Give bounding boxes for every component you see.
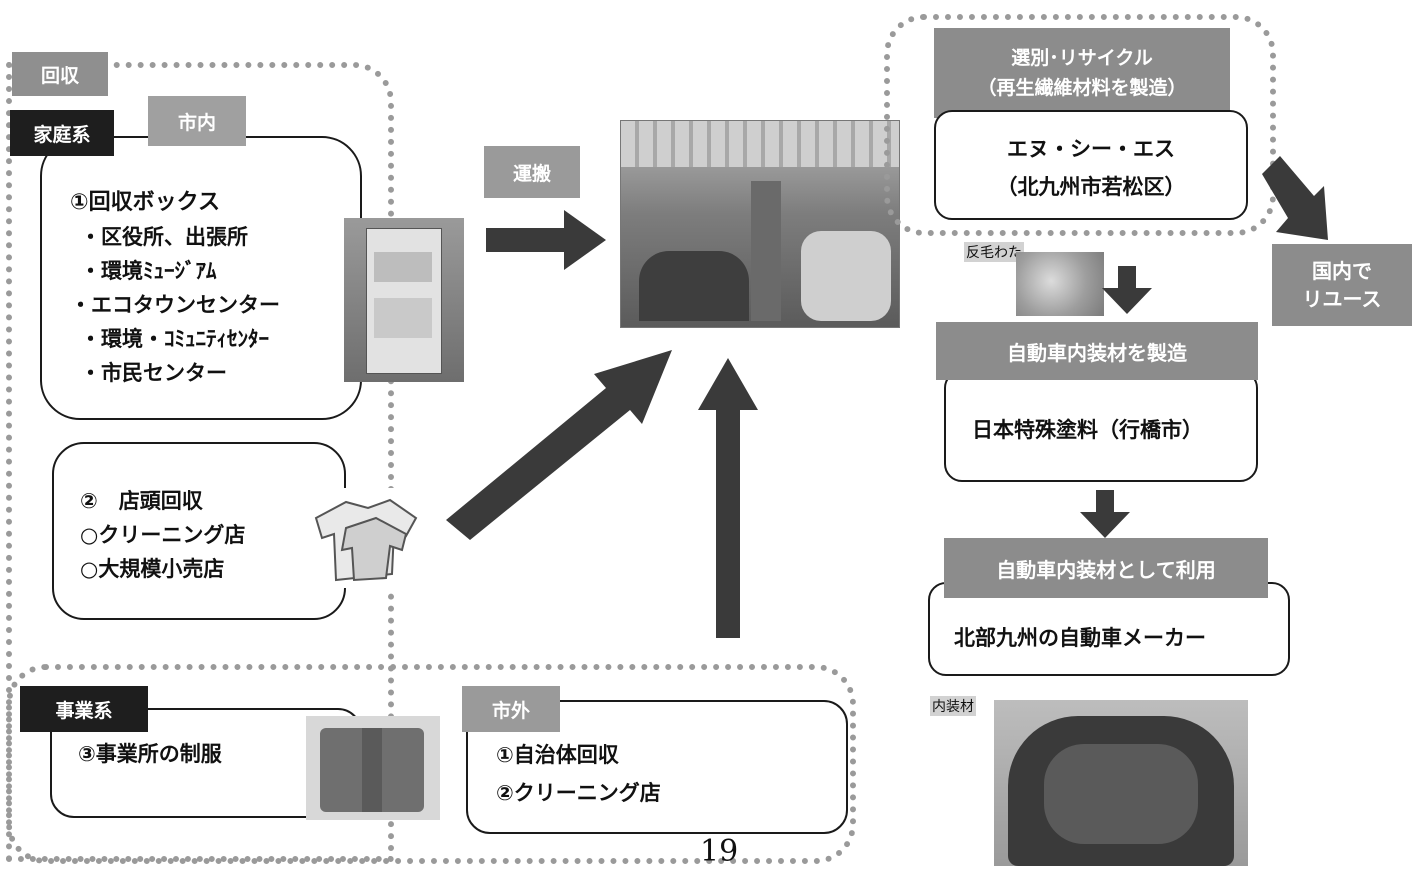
sorting-title-line: 選別･リサイクル xyxy=(1011,47,1153,69)
outside-list: ①自治体回収 ②クリーニング店 xyxy=(496,736,661,812)
reuse-tag: 国内で リユース xyxy=(1272,244,1412,326)
outside-region xyxy=(6,664,856,864)
reuse-line: リユース xyxy=(1302,287,1382,311)
collection-box-photo xyxy=(344,218,464,382)
reuse-line: 国内で xyxy=(1312,259,1372,283)
store-collection-list: ② 店頭回収 ○クリーニング店 ○大規模小売店 xyxy=(80,484,245,586)
sorting-company-line: エヌ・シー・エス xyxy=(1007,137,1175,161)
interior-mfg-title: 自動車内装材を製造 xyxy=(936,322,1258,380)
sorting-region xyxy=(884,14,1276,236)
box1-line: ・エコタウンセンター xyxy=(70,293,280,317)
box1-line: ・区役所、出張所 xyxy=(80,225,248,249)
sorting-company-line: （北九州市若松区） xyxy=(996,175,1186,199)
arrow-down-wool xyxy=(1102,266,1152,314)
collection-box-list: ①回収ボックス ・区役所、出張所 ・環境ﾐｭｰｼﾞｱﾑ ・エコタウンセンター ・… xyxy=(70,186,280,390)
car-interior-photo xyxy=(994,700,1248,866)
outside-line: ②クリーニング店 xyxy=(496,781,661,805)
arrow-down-interior xyxy=(1080,490,1130,538)
uniform-photo xyxy=(306,716,440,820)
box1-line: ・市民センター xyxy=(80,361,227,385)
outside-line: ①自治体回収 xyxy=(496,743,619,767)
collection-box-panel xyxy=(40,136,362,420)
city-tag: 市内 xyxy=(148,96,246,146)
arrow-store-to-factory xyxy=(446,350,672,540)
interior-label: 内装材 xyxy=(930,696,976,716)
store-collection-panel xyxy=(52,442,346,620)
collection-tag: 回収 xyxy=(12,52,108,96)
business-tag: 事業系 xyxy=(20,686,148,732)
household-tag: 家庭系 xyxy=(10,110,114,156)
sorting-title: 選別･リサイクル （再生繊維材料を製造） xyxy=(934,28,1230,118)
wool-photo xyxy=(1016,252,1104,316)
interior-use-company: 北部九州の自動車メーカー xyxy=(954,626,1206,650)
box2-line: ○大規模小売店 xyxy=(80,557,225,581)
box1-line: ①回収ボックス xyxy=(70,190,220,215)
interior-use-title: 自動車内装材として利用 xyxy=(944,538,1268,598)
sorting-title-line: （再生繊維材料を製造） xyxy=(977,77,1187,99)
arrow-outside-to-factory xyxy=(698,358,758,638)
box2-line: ○クリーニング店 xyxy=(80,523,246,547)
business-uniform-text: ③事業所の制服 xyxy=(78,742,222,766)
transport-tag: 運搬 xyxy=(484,146,580,198)
sorting-company-panel: エヌ・シー・エス （北九州市若松区） xyxy=(934,110,1248,220)
arrow-right-to-factory xyxy=(486,210,606,270)
outside-tag: 市外 xyxy=(462,686,560,732)
factory-photo xyxy=(620,120,900,328)
box1-line: ・環境・ｺﾐｭﾆﾃｨｾﾝﾀｰ xyxy=(80,327,269,351)
box1-line: ・環境ﾐｭｰｼﾞｱﾑ xyxy=(80,259,217,283)
clothes-illustration xyxy=(306,488,436,588)
interior-mfg-company: 日本特殊塗料（行橋市） xyxy=(972,418,1203,442)
arrow-to-reuse xyxy=(1262,156,1328,240)
box2-line: ② 店頭回収 xyxy=(80,489,203,513)
page-number: 19 xyxy=(700,834,739,869)
wool-label: 反毛わた xyxy=(964,242,1024,262)
